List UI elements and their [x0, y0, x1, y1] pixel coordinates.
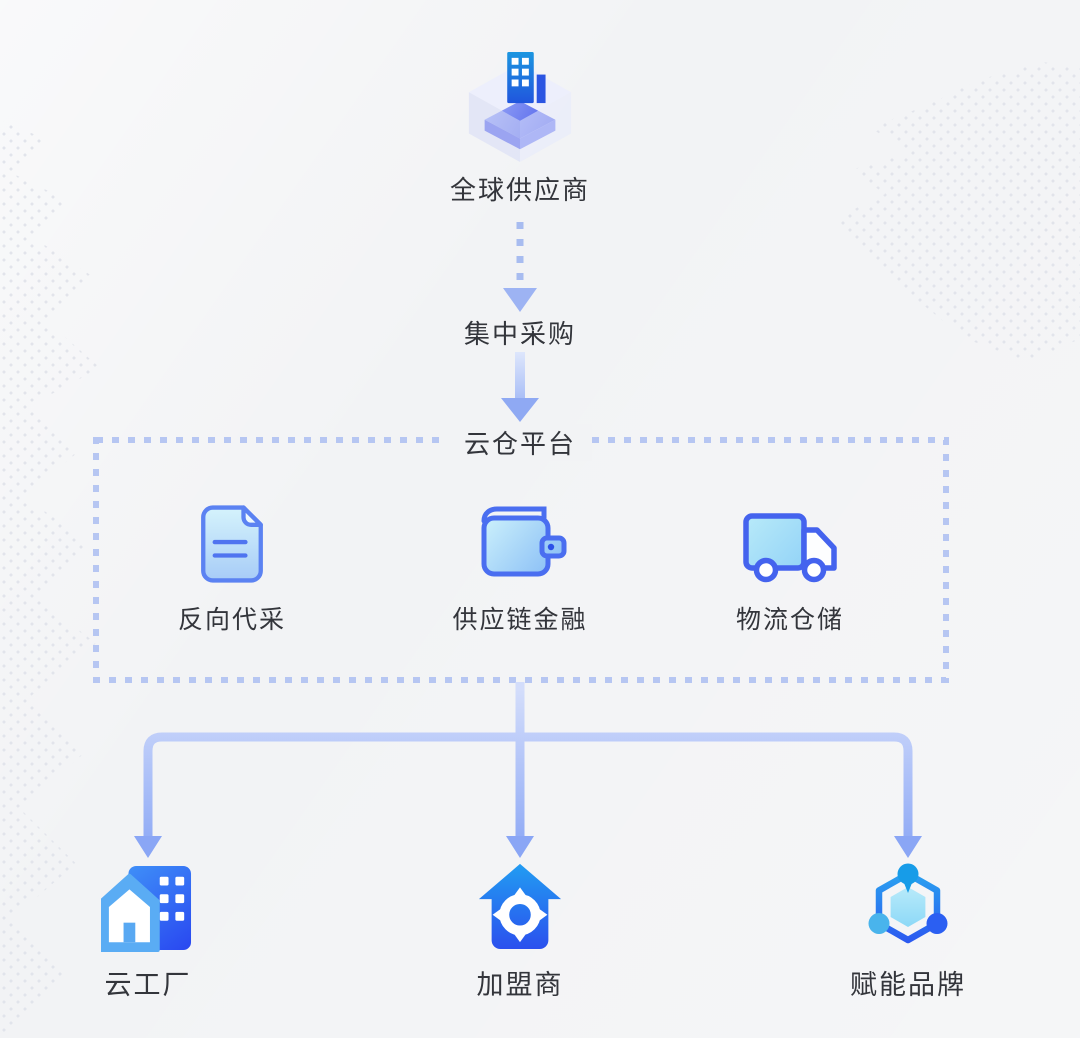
platform-item-label: 供应链金融 [452, 606, 588, 634]
branch-left-line [143, 732, 520, 836]
output-label: 加盟商 [476, 970, 564, 1000]
solid-arrow-head [501, 398, 539, 422]
brand-network-icon [860, 858, 956, 954]
dashed-arrow-head [503, 288, 537, 312]
branch-left-arrow-head [134, 836, 162, 858]
franchise-house-icon [473, 860, 567, 950]
platform-item-label: 物流仓储 [735, 606, 845, 634]
branch-center-arrow-head [506, 836, 534, 858]
top-node-label: 全球供应商 [449, 175, 591, 205]
platform-item-label: 反向代采 [177, 606, 287, 634]
factory-building-icon [99, 864, 195, 952]
output-label: 云工厂 [104, 970, 192, 1000]
cube-building-icon [461, 50, 579, 164]
document-icon [186, 498, 278, 590]
wallet-icon [470, 496, 570, 588]
output-label: 赋能品牌 [850, 970, 966, 1000]
step-label: 集中采购 [463, 319, 577, 349]
truck-icon [738, 498, 842, 590]
branch-right-arrow-head [894, 836, 922, 858]
platform-title: 云仓平台 [447, 424, 593, 461]
branch-right-line [520, 732, 913, 836]
